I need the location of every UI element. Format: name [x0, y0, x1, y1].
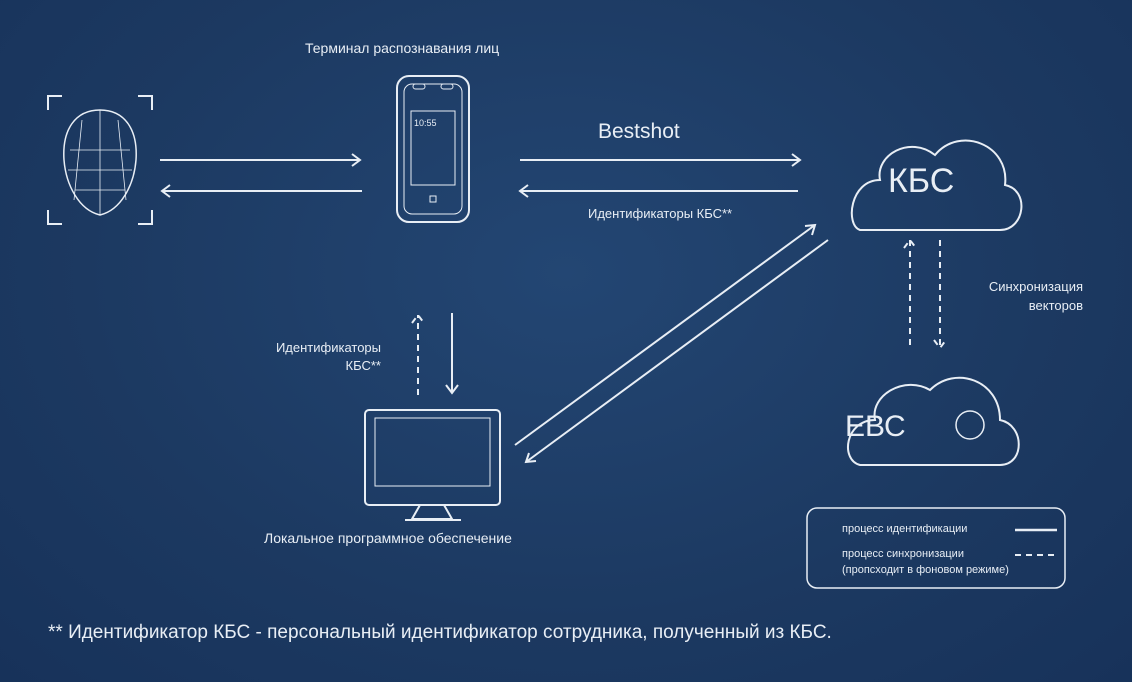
sync-label-line2: векторов — [1028, 298, 1083, 313]
bestshot-label: Bestshot — [598, 120, 680, 143]
kbs-cloud — [850, 139, 1023, 231]
arrows-terminal-kbs — [518, 153, 802, 198]
ebs-label: ЕВС — [845, 410, 906, 443]
legend-sync-note: (пропсходит в фоновом режиме) — [842, 564, 1009, 576]
legend-ident: процесс идентификации — [842, 523, 968, 535]
legend-sync: процесс синхронизации — [842, 548, 964, 560]
kbs-ids-top-label: Идентификаторы КБС** — [588, 206, 733, 221]
terminal-device — [396, 75, 470, 223]
terminal-time: 10:55 — [414, 118, 437, 128]
arrows-kbs-ebs — [903, 238, 947, 350]
arrows-kbs-local — [514, 223, 829, 464]
kbs-ids-left-line1: Идентификаторы — [275, 340, 381, 355]
kbs-ids-left-line2: КБС** — [345, 358, 381, 373]
arrows-terminal-local — [411, 313, 459, 395]
monitor — [364, 409, 501, 521]
sync-label-line1: Синхронизация — [988, 279, 1083, 294]
face-icon — [47, 95, 153, 225]
local-software-label: Локальное программное обеспечение — [264, 530, 512, 546]
ebs-cloud — [847, 376, 1020, 466]
kbs-label: КБС — [888, 162, 955, 200]
arrows-face-terminal — [160, 153, 362, 198]
legend-box — [806, 507, 1066, 589]
footnote: ** Идентификатор КБС - персональный иден… — [48, 622, 832, 643]
terminal-label: Терминал распознавания лиц — [305, 40, 500, 56]
